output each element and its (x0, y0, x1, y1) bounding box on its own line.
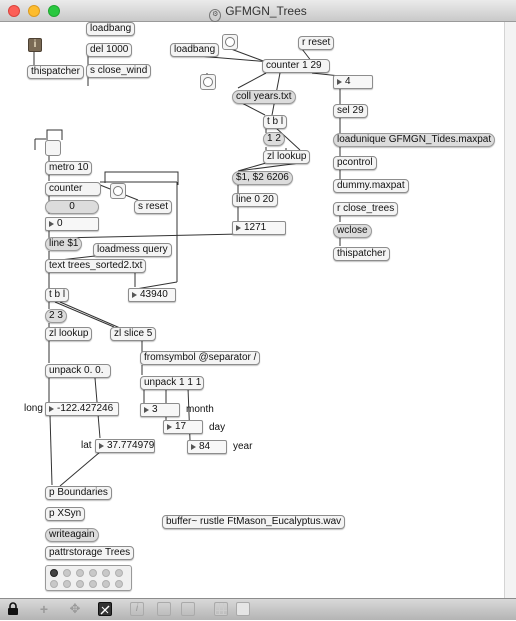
info-icon-object[interactable]: i (28, 38, 42, 52)
preset-slot-7[interactable] (50, 580, 58, 588)
zl-slice-5-object[interactable]: zl slice 5 (110, 327, 157, 341)
preset-object[interactable] (45, 565, 132, 591)
loadunique-message[interactable]: loadunique GFMGN_Tides.maxpat (333, 133, 496, 147)
bang-reset-counter[interactable] (222, 34, 238, 50)
zl-lookup-object[interactable]: zl lookup (263, 150, 311, 164)
preset-slot-6[interactable] (115, 569, 123, 577)
number-box-0[interactable]: 0 (45, 217, 99, 231)
move-icon[interactable]: ✥ (69, 601, 81, 616)
patcher-toolbar: + ✥ i (0, 598, 516, 620)
day-number-box[interactable]: 17 (163, 420, 203, 434)
month-label: month (186, 404, 214, 415)
preset-slot-9[interactable] (76, 580, 84, 588)
loadbang-object[interactable]: loadbang (86, 22, 136, 36)
year-number-box[interactable]: 84 (187, 440, 227, 454)
window-title-area: ⚙GFMGN_Trees (0, 4, 516, 22)
add-object-icon[interactable]: + (39, 601, 49, 617)
text-trees-object[interactable]: text trees_sorted2.txt (45, 259, 147, 273)
preset-slot-5[interactable] (102, 569, 110, 577)
t-b-l-object[interactable]: t b l (263, 115, 288, 129)
loadbang-object-2[interactable]: loadbang (170, 43, 220, 57)
s-close-wind-object[interactable]: s close_wind (86, 64, 152, 78)
window-title: GFMGN_Trees (225, 4, 307, 18)
fromsymbol-object[interactable]: fromsymbol @separator / (140, 351, 261, 365)
coll-years-object[interactable]: coll years.txt (232, 90, 296, 104)
del-1000-object[interactable]: del 1000 (86, 43, 133, 57)
preset-slot-1[interactable] (50, 569, 58, 577)
close-window-button[interactable] (8, 5, 20, 17)
preset-slot-2[interactable] (63, 569, 71, 577)
lock-icon[interactable] (6, 602, 20, 616)
bang-s-reset[interactable] (110, 183, 126, 199)
preset-slot-4[interactable] (89, 569, 97, 577)
writeagain-message[interactable]: writeagain (45, 528, 99, 542)
line-0-20-object[interactable]: line 0 20 (232, 193, 278, 207)
latitude-number-box[interactable]: 37.774979 (95, 439, 155, 453)
preset-slot-11[interactable] (102, 580, 110, 588)
number-box-4[interactable]: 4 (333, 75, 373, 89)
patcher-canvas[interactable]: i loadbang del 1000 s close_wind thispat… (0, 22, 504, 598)
number-box-1271[interactable]: 1271 (232, 221, 286, 235)
minimize-window-button[interactable] (28, 5, 40, 17)
p-xsyn-subpatch[interactable]: p XSyn (45, 507, 86, 521)
zl-lookup-object-2[interactable]: zl lookup (45, 327, 93, 341)
toggle-metro[interactable] (45, 140, 61, 156)
counter-object[interactable]: counter (45, 182, 101, 196)
metro-10-object[interactable]: metro 10 (45, 161, 93, 175)
edit-mode-icon[interactable] (98, 602, 112, 616)
dummy-maxpat-object[interactable]: dummy.maxpat (333, 179, 409, 193)
message-line-params[interactable]: $1, $2 6206 (232, 171, 293, 185)
r-reset-object[interactable]: r reset (298, 36, 335, 50)
r-close-trees-object[interactable]: r close_trees (333, 202, 399, 216)
pattrstorage-trees-object[interactable]: pattrstorage Trees (45, 546, 135, 560)
title-bar: ⚙GFMGN_Trees (0, 0, 516, 22)
unpack-floats-object[interactable]: unpack 0. 0. (45, 364, 111, 378)
inspector-icon[interactable]: i (130, 602, 144, 616)
lat-label: lat (81, 440, 92, 451)
thispatcher-object[interactable]: thispatcher (27, 65, 84, 79)
number-box-43940[interactable]: 43940 (128, 288, 176, 302)
year-label: year (233, 441, 253, 452)
preset-slot-10[interactable] (89, 580, 97, 588)
t-b-l-object-2[interactable]: t b l (45, 288, 70, 302)
preset-slot-3[interactable] (76, 569, 84, 577)
month-number-box[interactable]: 3 (140, 403, 180, 417)
loadmess-query-object[interactable]: loadmess query (93, 243, 172, 257)
bang-coll[interactable] (200, 74, 216, 90)
preset-slot-8[interactable] (63, 580, 71, 588)
sel-29-object[interactable]: sel 29 (333, 104, 368, 118)
presentation-mode-icon[interactable] (181, 602, 195, 616)
unpack-ints-object[interactable]: unpack 1 1 1 (140, 376, 204, 390)
line-dollar1-message[interactable]: line $1 (45, 237, 83, 251)
message-2-3[interactable]: 2 3 (45, 309, 67, 323)
presentation-icon[interactable] (157, 602, 171, 616)
thispatcher-object-2[interactable]: thispatcher (333, 247, 390, 261)
s-reset-object[interactable]: s reset (134, 200, 173, 214)
preset-slot-12[interactable] (115, 580, 123, 588)
longitude-number-box[interactable]: -122.427246 (45, 402, 119, 416)
message-1-2[interactable]: 1 2 (263, 132, 285, 146)
vertical-scrollbar[interactable] (504, 22, 516, 598)
wclose-message[interactable]: wclose (333, 224, 372, 238)
long-label: long (24, 403, 43, 414)
snap-to-grid-icon[interactable] (236, 602, 250, 616)
pcontrol-object[interactable]: pcontrol (333, 156, 377, 170)
zoom-window-button[interactable] (48, 5, 60, 17)
day-label: day (209, 422, 226, 433)
buffer-rustle-object[interactable]: buffer~ rustle FtMason_Eucalyptus.wav (162, 515, 346, 529)
p-boundaries-subpatch[interactable]: p Boundaries (45, 486, 112, 500)
document-icon: ⚙ (209, 9, 222, 22)
info-glyph: i (33, 39, 37, 50)
counter-output-value: 0 (45, 200, 99, 214)
grid-icon[interactable] (214, 602, 228, 616)
counter-1-29-object[interactable]: counter 1 29 (262, 59, 330, 73)
